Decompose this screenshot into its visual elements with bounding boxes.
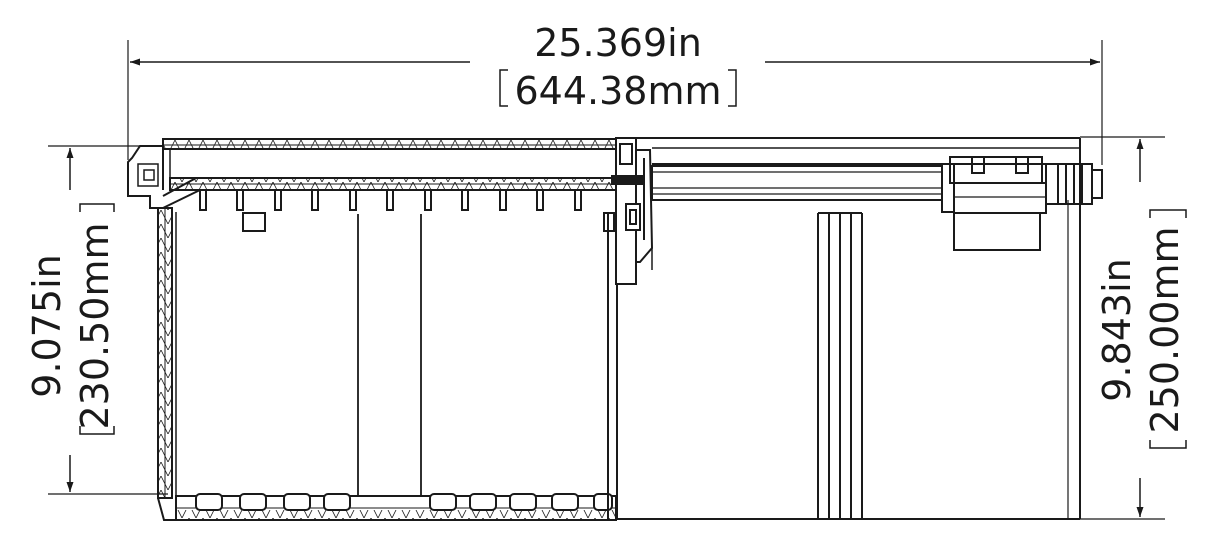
left-height-bracket-bottom bbox=[79, 426, 115, 435]
center-latch bbox=[611, 137, 654, 285]
side-ribs bbox=[817, 212, 863, 519]
width-metric-bracket-right bbox=[728, 69, 737, 107]
width-metric-label: 644.38mm bbox=[515, 69, 722, 113]
hinge-block bbox=[941, 156, 1059, 251]
width-imperial-label: 25.369in bbox=[534, 21, 702, 65]
right-height-metric-label: 250.00mm bbox=[1143, 227, 1187, 434]
floor-bumps bbox=[195, 493, 613, 511]
right-height-imperial-label: 9.843in bbox=[1095, 258, 1139, 401]
lid-top-hatch bbox=[163, 139, 616, 149]
enclosure-right-section bbox=[617, 137, 1103, 520]
width-metric-bracket-left bbox=[499, 69, 508, 107]
right-height-dimension: 9.843in 250.00mm bbox=[1080, 136, 1187, 520]
lid-ribs bbox=[199, 190, 582, 211]
right-height-bracket-bottom bbox=[1149, 440, 1187, 449]
hinge-rod bbox=[651, 165, 943, 201]
bolt-end bbox=[1057, 163, 1103, 205]
width-dimension: 25.369in 644.38mm bbox=[127, 21, 1103, 165]
left-height-metric-label: 230.50mm bbox=[73, 223, 117, 430]
enclosure-left-section bbox=[127, 138, 618, 521]
left-height-bracket-top bbox=[79, 203, 115, 212]
left-flange bbox=[127, 145, 163, 209]
lid-boss bbox=[242, 212, 266, 232]
left-height-imperial-label: 9.075in bbox=[25, 254, 69, 397]
left-height-dimension: 9.075in 230.50mm bbox=[25, 145, 168, 495]
right-height-bracket-top bbox=[1149, 209, 1187, 218]
